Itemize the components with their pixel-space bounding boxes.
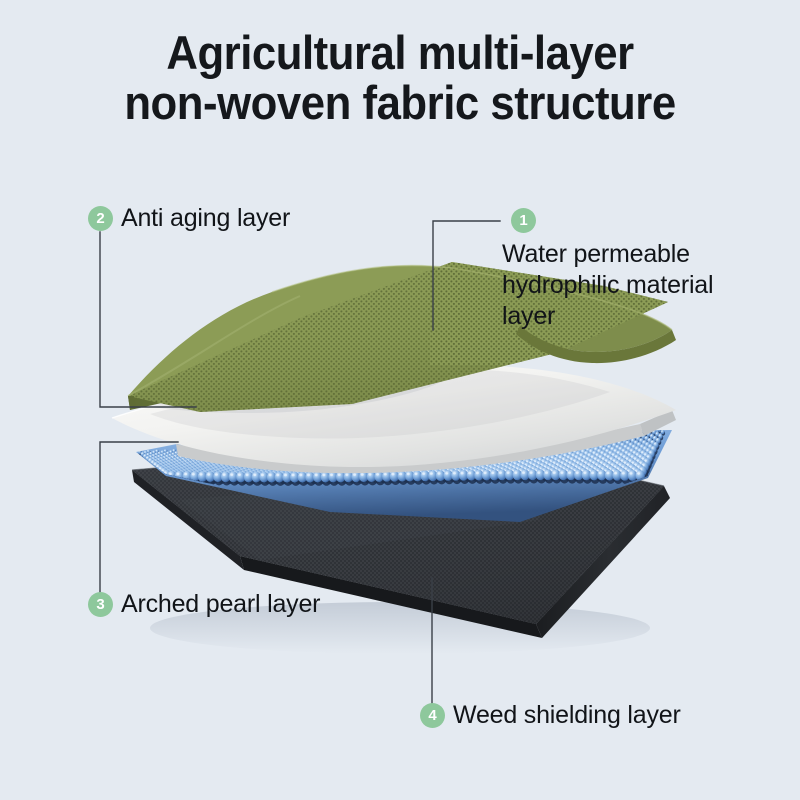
callout-label-4: Weed shielding layer	[453, 701, 681, 729]
leader-line-3	[99, 441, 179, 593]
callout-label-3: Arched pearl layer	[121, 590, 321, 618]
callout-label-2: Anti aging layer	[121, 204, 291, 232]
callout-label-1: Water permeable hydrophilic material lay…	[502, 240, 714, 330]
callout-badge-4: 4	[420, 703, 445, 728]
callout-badge-2: 2	[88, 206, 113, 231]
callout-anti-aging-layer[interactable]: 2 Anti aging layer	[88, 204, 291, 234]
leader-lines	[99, 220, 501, 704]
leader-line-1	[432, 220, 501, 331]
callout-badge-1: 1	[511, 208, 536, 233]
callout-badge-3: 3	[88, 592, 113, 617]
callout-weed-shielding-layer[interactable]: 4 Weed shielding layer	[420, 701, 681, 731]
callout-arched-pearl-layer[interactable]: 3 Arched pearl layer	[88, 590, 321, 620]
callout-water-permeable-hydrophilic-material-layer[interactable]: 1 Water permeable hydrophilic material l…	[502, 208, 792, 332]
leader-line-2	[99, 231, 197, 408]
